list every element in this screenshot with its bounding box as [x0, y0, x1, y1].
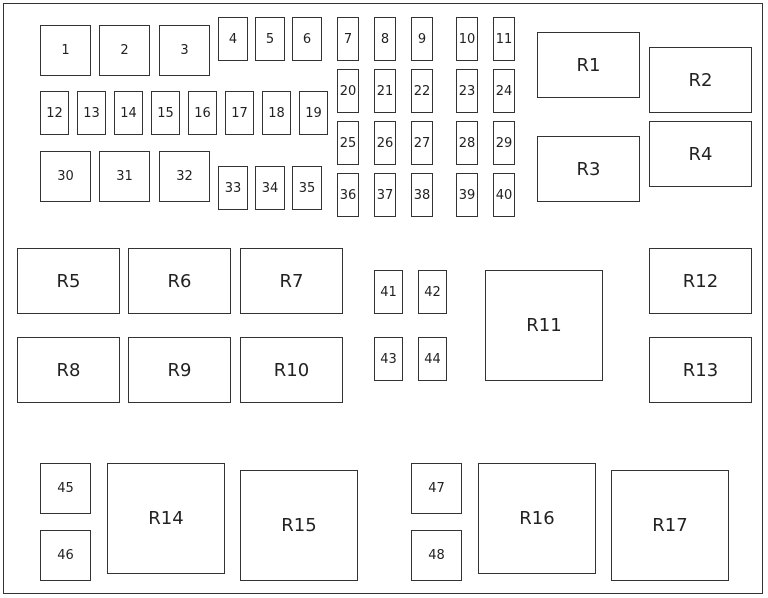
fuse-6: 6: [292, 17, 322, 61]
fuse-12: 12: [40, 91, 69, 135]
fuse-4: 4: [218, 17, 248, 61]
relay-r10: R10: [240, 337, 343, 403]
fuse-28: 28: [456, 121, 478, 165]
relay-r15: R15: [240, 470, 358, 581]
fuse-26: 26: [374, 121, 396, 165]
fuse-24: 24: [493, 69, 515, 113]
relay-r12: R12: [649, 248, 752, 314]
fuse-37: 37: [374, 173, 396, 217]
fuse-25: 25: [337, 121, 359, 165]
fuse-33: 33: [218, 166, 248, 210]
fuse-30: 30: [40, 151, 91, 202]
fuse-22: 22: [411, 69, 433, 113]
relay-r11: R11: [485, 270, 603, 381]
fuse-44: 44: [418, 337, 447, 381]
relay-r2: R2: [649, 47, 752, 113]
fuse-2: 2: [99, 25, 150, 76]
fuse-45: 45: [40, 463, 91, 514]
fuse-47: 47: [411, 463, 462, 514]
fuse-38: 38: [411, 173, 433, 217]
fuse-41: 41: [374, 270, 403, 314]
relay-r3: R3: [537, 136, 640, 202]
relay-r17: R17: [611, 470, 729, 581]
fuse-23: 23: [456, 69, 478, 113]
fuse-7: 7: [337, 17, 359, 61]
relay-r5: R5: [17, 248, 120, 314]
relay-r1: R1: [537, 32, 640, 98]
fuse-32: 32: [159, 151, 210, 202]
fuse-29: 29: [493, 121, 515, 165]
fuse-31: 31: [99, 151, 150, 202]
fuse-13: 13: [77, 91, 106, 135]
relay-r8: R8: [17, 337, 120, 403]
fuse-16: 16: [188, 91, 217, 135]
fuse-48: 48: [411, 530, 462, 581]
fuse-9: 9: [411, 17, 433, 61]
fuse-18: 18: [262, 91, 291, 135]
fuse-27: 27: [411, 121, 433, 165]
fuse-14: 14: [114, 91, 143, 135]
fuse-35: 35: [292, 166, 322, 210]
fuse-42: 42: [418, 270, 447, 314]
relay-r9: R9: [128, 337, 231, 403]
relay-r6: R6: [128, 248, 231, 314]
fuse-17: 17: [225, 91, 254, 135]
fuse-43: 43: [374, 337, 403, 381]
fuse-15: 15: [151, 91, 180, 135]
fuse-21: 21: [374, 69, 396, 113]
fuse-34: 34: [255, 166, 285, 210]
fuse-5: 5: [255, 17, 285, 61]
fuse-3: 3: [159, 25, 210, 76]
fuse-1: 1: [40, 25, 91, 76]
fuse-8: 8: [374, 17, 396, 61]
fuse-40: 40: [493, 173, 515, 217]
relay-r14: R14: [107, 463, 225, 574]
fuse-19: 19: [299, 91, 328, 135]
fuse-11: 11: [493, 17, 515, 61]
relay-r16: R16: [478, 463, 596, 574]
fuse-36: 36: [337, 173, 359, 217]
relay-r13: R13: [649, 337, 752, 403]
relay-r7: R7: [240, 248, 343, 314]
relay-r4: R4: [649, 121, 752, 187]
fuse-20: 20: [337, 69, 359, 113]
fuse-46: 46: [40, 530, 91, 581]
fuse-39: 39: [456, 173, 478, 217]
fuse-10: 10: [456, 17, 478, 61]
